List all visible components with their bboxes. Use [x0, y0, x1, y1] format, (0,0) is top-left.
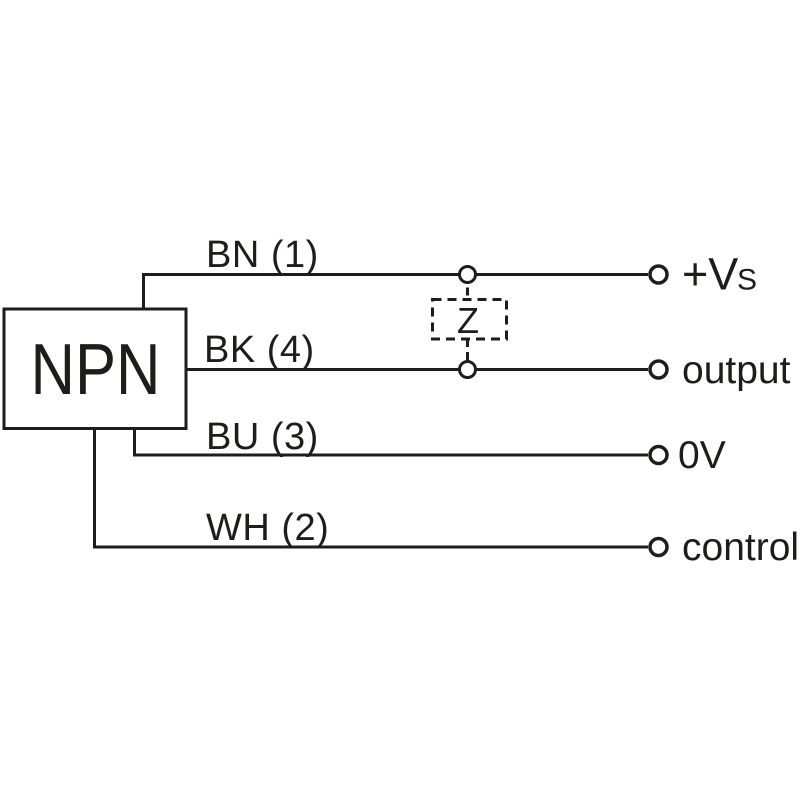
wire-wh-label: WH (2)	[206, 507, 329, 549]
terminal-label-control: control	[682, 526, 799, 569]
terminal-label-0v: 0V	[678, 434, 726, 477]
wire-bu-line	[133, 428, 648, 457]
wire-bk-label: BK (4)	[204, 329, 315, 371]
impedance-box	[431, 298, 508, 341]
wire-bn-label: BN (1)	[206, 234, 319, 276]
impedance-label: Z	[457, 300, 479, 341]
wire-bu-label: BU (3)	[206, 416, 319, 458]
wire-bn-line	[142, 273, 648, 310]
junction-dot-bk	[458, 360, 477, 379]
terminal-label-output: output	[682, 349, 791, 392]
junction-dot-bn	[458, 265, 477, 284]
terminal-circle-output	[648, 359, 669, 380]
terminal-label-vs-sub: S	[737, 264, 757, 297]
terminal-circle-control	[648, 536, 669, 558]
wire-wh-line	[93, 428, 648, 549]
terminal-circle-0v	[648, 444, 669, 466]
terminal-circle-vs	[648, 264, 669, 285]
npn-device-label: NPN	[31, 330, 161, 410]
npn-device-box	[2, 307, 188, 430]
terminal-label-vs: +V	[682, 249, 738, 300]
